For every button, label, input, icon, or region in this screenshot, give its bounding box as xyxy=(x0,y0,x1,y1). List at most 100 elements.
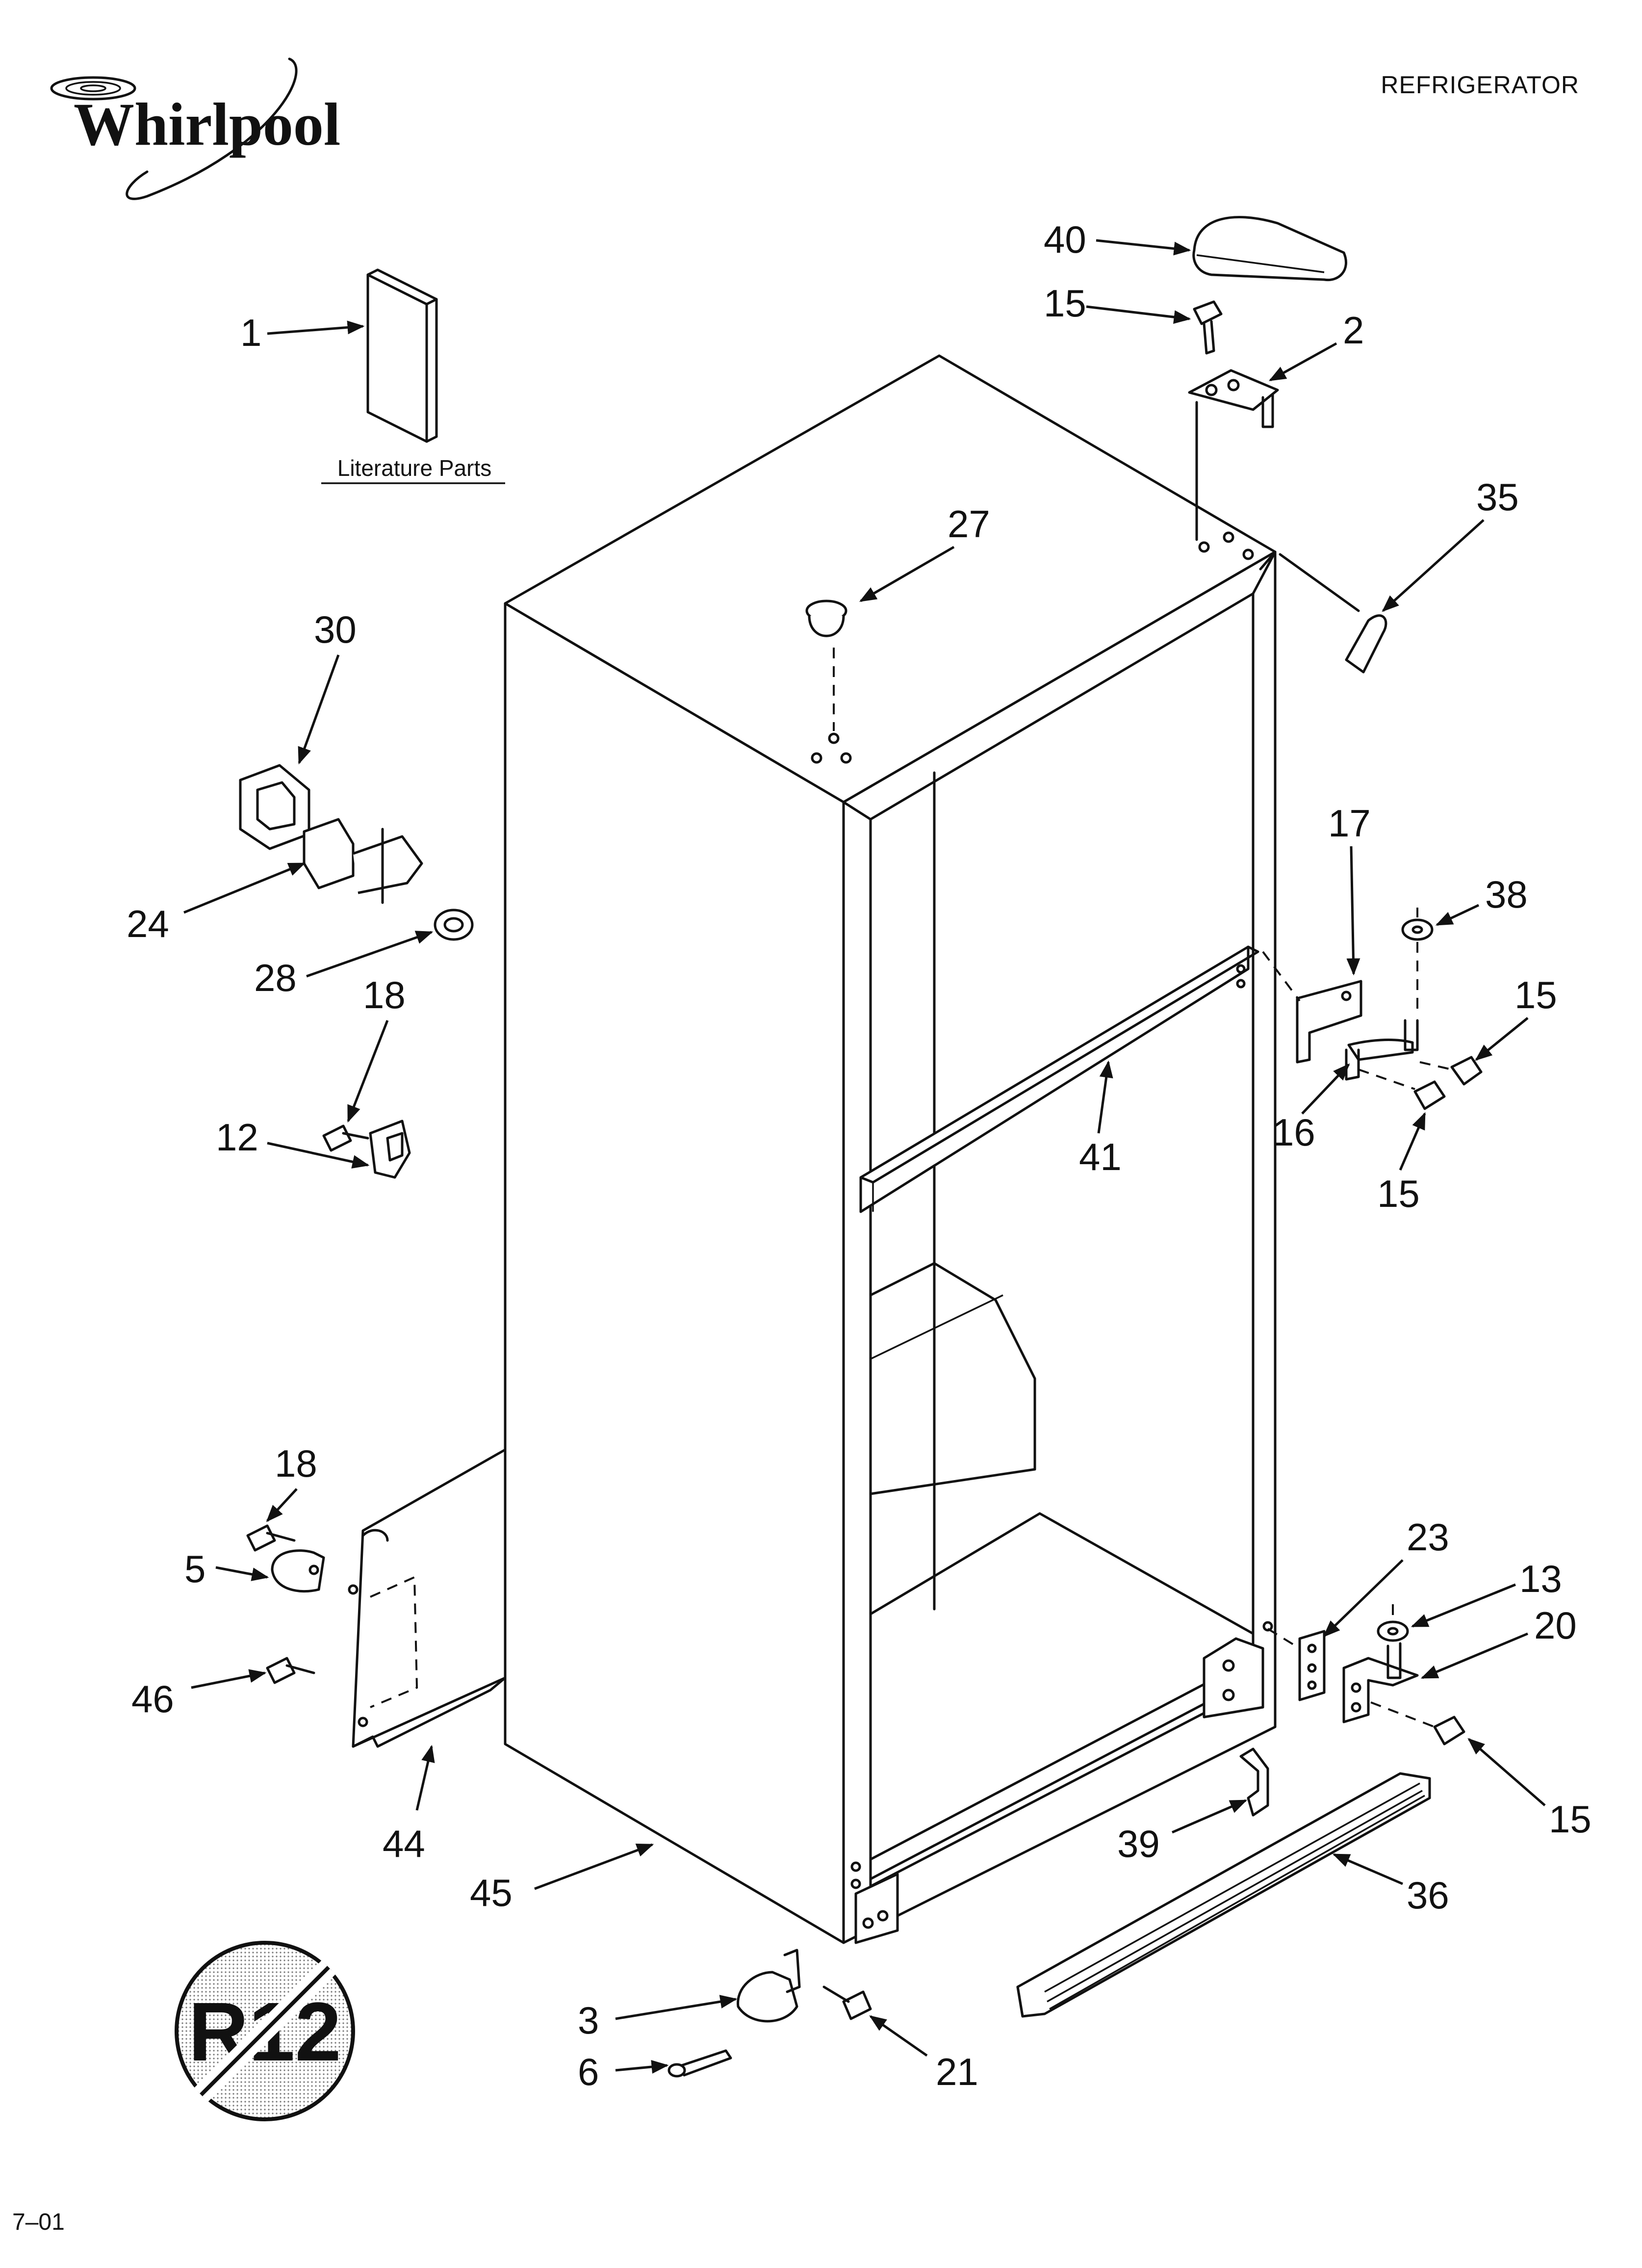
callout-30: 30 xyxy=(314,608,357,651)
part-13-washer xyxy=(1377,1604,1409,1642)
part-35-trim-cap xyxy=(1345,614,1387,674)
callout-12: 12 xyxy=(216,1116,258,1159)
revision-code: 7–01 xyxy=(12,2209,65,2235)
leader-13 xyxy=(1411,1583,1516,1628)
bottom-hinge-trace-line xyxy=(1267,1628,1301,1649)
refrigerator-cabinet xyxy=(352,354,1277,1944)
brand-name: Whirlpool xyxy=(74,91,340,158)
leader-16 xyxy=(1301,1063,1350,1115)
leader-41 xyxy=(1097,1060,1113,1134)
callout-41: 41 xyxy=(1079,1135,1122,1178)
callout-21: 21 xyxy=(936,2050,978,2093)
part-3-door-stop xyxy=(737,1949,801,2023)
leader-38 xyxy=(1435,904,1480,926)
part-15-hinge-screw-a xyxy=(1419,1056,1483,1086)
callout-28: 28 xyxy=(254,956,297,999)
leader-39 xyxy=(1172,1799,1248,1834)
part-44-access-cover xyxy=(348,1529,507,1748)
part-15-top-screw xyxy=(1193,300,1223,355)
part-39-grille-clip xyxy=(1239,1747,1269,1817)
callout-24: 24 xyxy=(127,902,169,945)
callout-15-bottom: 15 xyxy=(1549,1798,1591,1841)
leader-15-bottom xyxy=(1467,1738,1546,1806)
leader-15-right xyxy=(1475,1017,1529,1061)
leader-27 xyxy=(859,546,955,602)
part-15-hinge-screw-b xyxy=(1358,1069,1446,1110)
part-35-trace-line xyxy=(1279,553,1360,612)
callout-6: 6 xyxy=(578,2050,599,2093)
callout-labels: 40 15 2 1 35 27 30 24 28 18 12 17 38 15 … xyxy=(127,218,1591,2093)
part-28-ring xyxy=(434,909,474,941)
callout-45: 45 xyxy=(470,1871,513,1914)
leader-15-lower xyxy=(1399,1112,1426,1171)
leader-5 xyxy=(215,1566,269,1581)
leader-2 xyxy=(1268,342,1337,382)
callout-15-lower: 15 xyxy=(1377,1172,1420,1215)
part-27-top-plug xyxy=(805,600,847,731)
leader-44 xyxy=(415,1745,435,1811)
callout-23: 23 xyxy=(1407,1515,1449,1559)
callout-20: 20 xyxy=(1534,1604,1577,1647)
part-38-washer xyxy=(1401,908,1434,1016)
callout-46: 46 xyxy=(131,1677,174,1721)
leader-20 xyxy=(1420,1632,1528,1679)
leader-23 xyxy=(1323,1559,1404,1638)
callout-27: 27 xyxy=(948,502,990,546)
callout-5: 5 xyxy=(184,1547,205,1590)
callout-39: 39 xyxy=(1117,1822,1160,1865)
leader-46 xyxy=(191,1669,267,1689)
leader-1 xyxy=(267,320,365,335)
part-23-hinge-shim xyxy=(1298,1630,1326,1701)
part-16-center-hinge xyxy=(1345,1019,1419,1081)
leader-15-top xyxy=(1086,305,1191,324)
part-21-screw xyxy=(822,1985,872,2020)
leader-3 xyxy=(615,1995,738,2020)
callout-36: 36 xyxy=(1407,1874,1449,1917)
callout-15-right: 15 xyxy=(1514,973,1557,1017)
part-15-bottom-hinge-screw xyxy=(1370,1701,1465,1746)
leader-6 xyxy=(615,2060,669,2074)
literature-parts-label: Literature Parts xyxy=(337,455,491,481)
callout-3: 3 xyxy=(578,1999,599,2042)
callout-40: 40 xyxy=(1044,218,1086,261)
part-24-cold-control xyxy=(303,818,423,904)
part-5-cable-clamp xyxy=(271,1549,325,1593)
leader-17 xyxy=(1346,846,1360,976)
callout-16: 16 xyxy=(1273,1111,1315,1154)
leader-12 xyxy=(267,1142,370,1169)
callout-17: 17 xyxy=(1328,802,1371,845)
part-12-clip xyxy=(369,1120,411,1179)
part-30-grommet xyxy=(239,764,310,850)
part-17-hinge-shim xyxy=(1296,980,1362,1064)
callout-44: 44 xyxy=(383,1822,425,1865)
leader-18-upper xyxy=(347,1020,389,1123)
leader-30 xyxy=(298,654,340,765)
part-40-hinge-cover xyxy=(1192,216,1347,282)
callout-18-lower: 18 xyxy=(275,1442,317,1485)
callout-38: 38 xyxy=(1485,873,1528,916)
leader-35 xyxy=(1382,519,1485,612)
no-r12-badge: R12 xyxy=(175,1941,355,2121)
callout-35: 35 xyxy=(1476,475,1519,519)
middle-hinge-trace-line xyxy=(1262,951,1301,1002)
part-20-bottom-hinge xyxy=(1342,1642,1419,1723)
whirlpool-logo: Whirlpool xyxy=(50,57,340,200)
part-2-top-hinge xyxy=(1188,369,1279,541)
callout-15-top: 15 xyxy=(1044,282,1086,325)
part-18-screw-upper xyxy=(322,1124,369,1152)
leader-21 xyxy=(869,2015,928,2057)
part-18-screw-lower xyxy=(246,1524,296,1552)
callout-13: 13 xyxy=(1519,1557,1562,1600)
leader-36 xyxy=(1332,1853,1403,1885)
part-6-pin xyxy=(667,2049,732,2078)
literature-parts-booklet xyxy=(366,268,438,443)
callout-1: 1 xyxy=(240,311,261,354)
leader-28 xyxy=(306,931,434,978)
callout-18-upper: 18 xyxy=(363,973,406,1017)
page-title: REFRIGERATOR xyxy=(1381,71,1579,99)
leader-24 xyxy=(183,862,306,914)
callout-2: 2 xyxy=(1343,309,1364,352)
leader-18-lower xyxy=(266,1488,298,1522)
